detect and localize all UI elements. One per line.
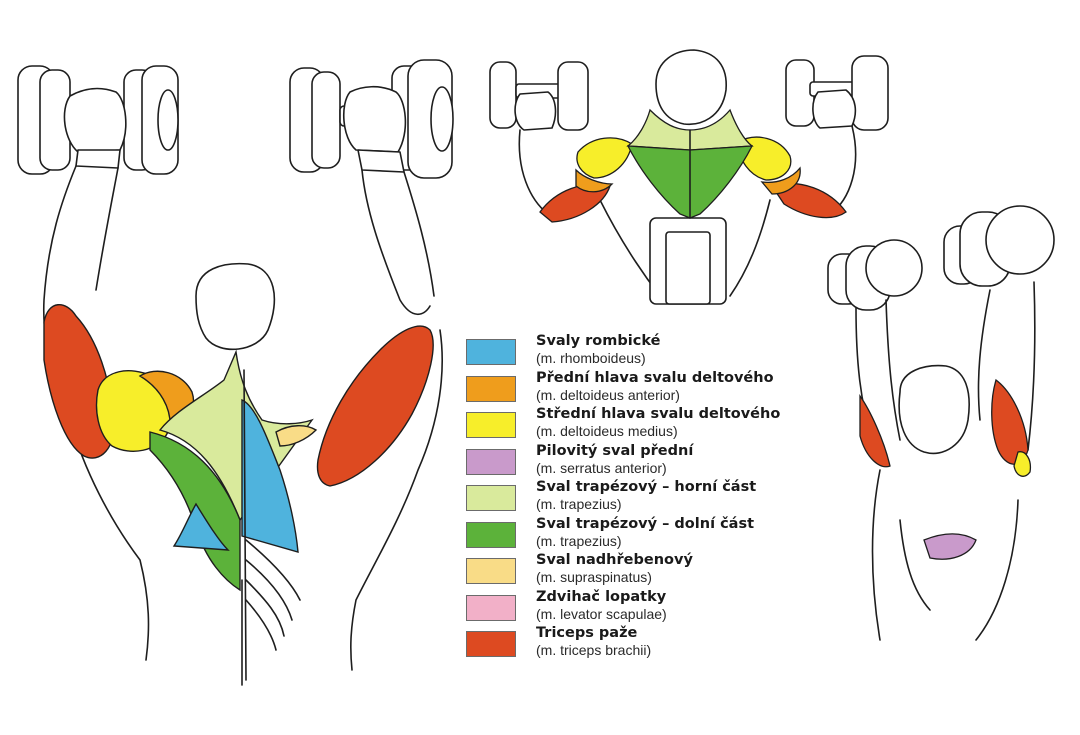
- legend-swatch: [466, 521, 516, 548]
- legend-name: Pilovitý sval přední: [536, 442, 694, 459]
- legend-item-trapezius-lower: Sval trapézový – dolní část (m. trapeziu…: [466, 516, 846, 553]
- legend-swatch: [466, 339, 516, 365]
- legend-item-deltoid-anterior: Přední hlava svalu deltového (m. deltoid…: [466, 370, 846, 407]
- side-view-figure: [827, 205, 1055, 641]
- small-deltoid-medius-left: [576, 137, 633, 179]
- legend-item-trapezius-upper: Sval trapézový – horní část (m. trapeziu…: [466, 479, 846, 516]
- legend: Svaly rombické (m. rhomboideus) Přední h…: [466, 333, 846, 662]
- small-deltoid-anterior-right: [760, 166, 801, 195]
- legend-latin: (m. rhomboideus): [536, 350, 646, 366]
- legend-name: Sval trapézový – horní část: [536, 479, 757, 495]
- legend-swatch: [466, 448, 516, 475]
- legend-swatch: [466, 594, 516, 621]
- legend-name: Sval trapézový – dolní část: [536, 515, 755, 532]
- legend-latin: (m. triceps brachii): [536, 642, 652, 658]
- legend-swatch: [466, 631, 516, 657]
- legend-item-supraspinatus: Sval nadhřebenový (m. supraspinatus): [466, 552, 846, 589]
- legend-name: Zdvihač lopatky: [536, 588, 667, 605]
- small-back-view-figure: [489, 49, 889, 305]
- legend-item-serratus: Pilovitý sval přední (m. serratus anteri…: [466, 443, 846, 480]
- legend-latin: (m. levator scapulae): [536, 605, 667, 622]
- side-deltoid-medius: [1013, 451, 1032, 477]
- legend-name: Přední hlava svalu deltového: [536, 369, 774, 386]
- legend-name: Střední hlava svalu deltového: [536, 406, 781, 422]
- legend-swatch: [466, 375, 516, 402]
- supraspinatus: [275, 425, 318, 447]
- legend-name: Svaly rombické: [536, 333, 661, 349]
- legend-swatch: [466, 485, 516, 511]
- legend-latin: (m. serratus anterior): [536, 459, 667, 476]
- rhomboideus-lower: [172, 502, 230, 551]
- legend-name: Sval nadhřebenový: [536, 552, 693, 568]
- legend-item-levator-scapulae: Zdvihač lopatky (m. levator scapulae): [466, 589, 846, 626]
- legend-swatch: [466, 412, 516, 438]
- legend-swatch: [466, 558, 516, 584]
- side-triceps-left: [859, 393, 891, 468]
- legend-latin: (m. deltoideus anterior): [536, 386, 680, 403]
- small-deltoid-anterior-left: [575, 168, 614, 193]
- legend-item-deltoid-medius: Střední hlava svalu deltového (m. deltoi…: [466, 406, 846, 443]
- legend-item-rhomboideus: Svaly rombické (m. rhomboideus): [466, 333, 846, 370]
- legend-latin: (m. supraspinatus): [536, 569, 652, 585]
- legend-name: Triceps paže: [536, 625, 638, 641]
- side-serratus: [923, 533, 977, 560]
- legend-latin: (m. deltoideus medius): [536, 423, 678, 439]
- legend-latin: (m. trapezius): [536, 532, 622, 549]
- spine: [243, 369, 301, 681]
- back-view-figure: [17, 59, 454, 686]
- legend-item-triceps: Triceps paže (m. triceps brachii): [466, 625, 846, 662]
- legend-latin: (m. trapezius): [536, 496, 622, 512]
- triceps-right: [316, 325, 434, 487]
- small-triceps-right: [770, 182, 847, 219]
- rhomboideus: [241, 398, 299, 553]
